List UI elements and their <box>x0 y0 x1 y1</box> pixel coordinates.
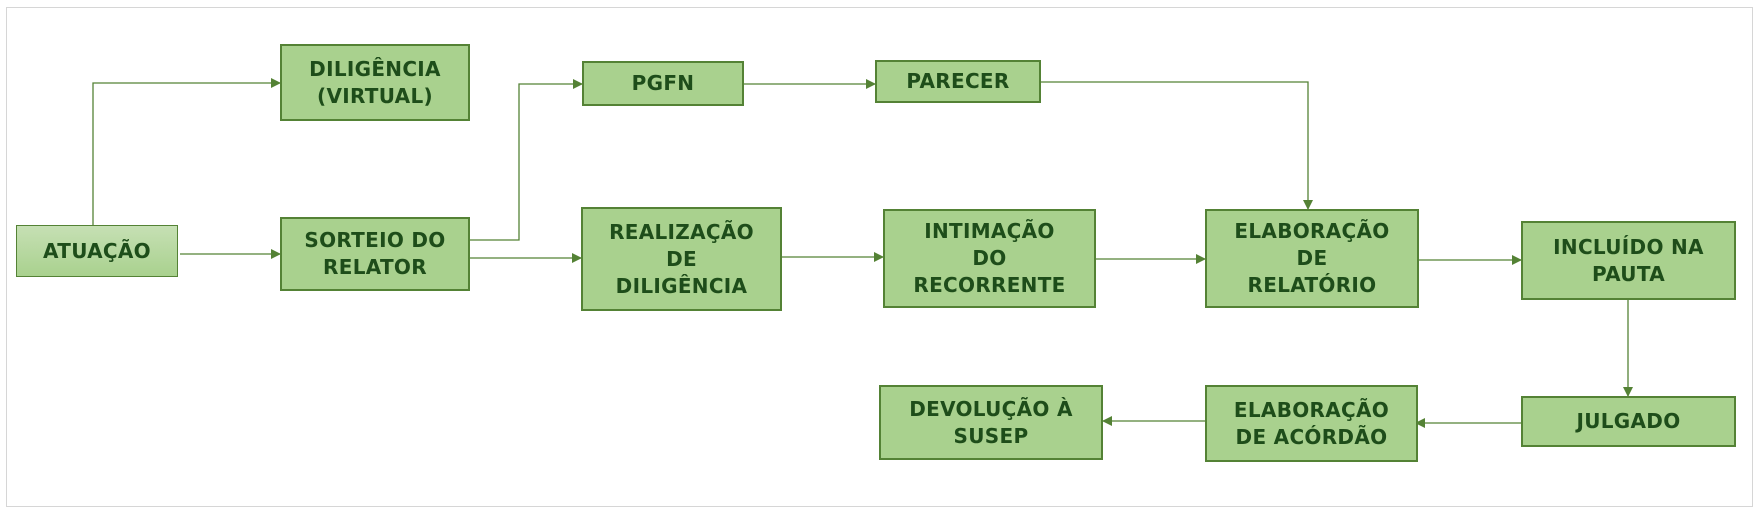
node-realizacao-de-diligencia: REALIZAÇÃO DE DILIGÊNCIA <box>581 207 782 311</box>
node-diligencia-virtual: DILIGÊNCIA (VIRTUAL) <box>280 44 470 121</box>
node-devolucao-a-susep: DEVOLUÇÃO À SUSEP <box>879 385 1103 460</box>
edge-sorteio-pgfn <box>470 79 583 241</box>
node-intimacao-do-recorrente: INTIMAÇÃO DO RECORRENTE <box>883 209 1096 308</box>
node-elaboracao-de-acordao: ELABORAÇÃO DE ACÓRDÃO <box>1205 385 1418 462</box>
node-julgado: JULGADO <box>1521 396 1736 447</box>
diagram-frame <box>6 7 1753 507</box>
edge-atuacao-diligencia <box>92 78 281 225</box>
node-incluido-na-pauta: INCLUÍDO NA PAUTA <box>1521 221 1736 300</box>
edge-parecer-relatorio <box>1041 81 1313 210</box>
node-sorteio-do-relator: SORTEIO DO RELATOR <box>280 217 470 291</box>
node-pgfn: PGFN <box>582 61 744 106</box>
node-atuacao: ATUAÇÃO <box>16 225 178 277</box>
node-parecer: PARECER <box>875 60 1041 103</box>
node-elaboracao-de-relatorio: ELABORAÇÃO DE RELATÓRIO <box>1205 209 1419 308</box>
